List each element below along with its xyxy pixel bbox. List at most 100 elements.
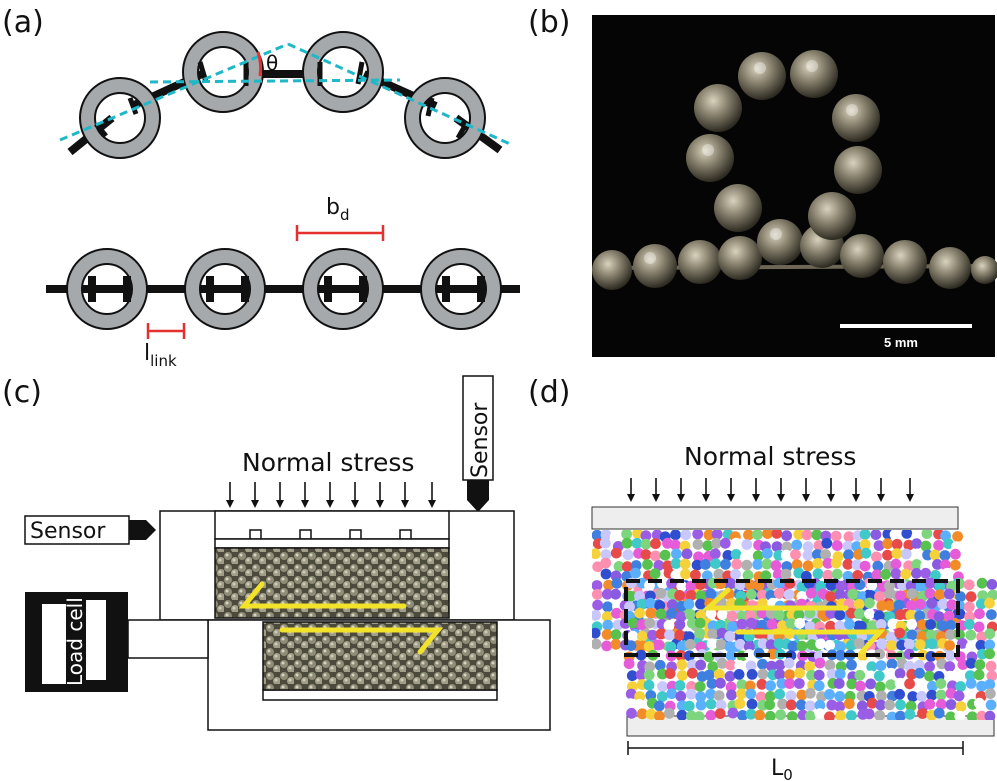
sensor-left-probe: [129, 520, 156, 540]
particle: [611, 577, 623, 589]
particle: [764, 710, 776, 720]
particle: [715, 699, 727, 711]
particle: [725, 681, 737, 693]
particle: [685, 580, 697, 592]
particle: [842, 558, 854, 570]
particle: [640, 530, 652, 542]
particle: [941, 567, 953, 579]
particle: [965, 629, 977, 641]
particle: [705, 688, 717, 700]
particle: [626, 707, 637, 719]
particle: [623, 658, 635, 670]
particle: [741, 539, 753, 550]
particle: [834, 620, 846, 632]
particle: [907, 691, 919, 702]
particle: [765, 680, 776, 692]
particle: [946, 599, 958, 611]
particle: [974, 659, 986, 671]
particle: [683, 598, 695, 610]
particle: [655, 608, 667, 620]
particle: [787, 640, 799, 652]
particle: [973, 621, 985, 633]
particle: [611, 607, 622, 619]
particle: [860, 547, 872, 559]
particle: [695, 699, 707, 711]
particle: [851, 559, 863, 571]
particle: [676, 659, 688, 671]
particle: [986, 609, 997, 620]
photo-beads: [592, 50, 997, 290]
particle: [944, 670, 956, 682]
particle: [730, 549, 742, 560]
particle: [814, 708, 826, 719]
particle: [973, 697, 985, 709]
particle: [830, 557, 842, 569]
particle: [921, 530, 933, 539]
particle: [680, 568, 691, 580]
particle: [755, 691, 767, 703]
particle: [873, 670, 885, 682]
particle: [720, 558, 731, 570]
particle: [885, 667, 897, 679]
particle: [655, 587, 667, 599]
load-cell-label: Load cell: [63, 597, 87, 686]
particle: [934, 581, 946, 592]
particle: [600, 568, 612, 580]
particle: [635, 669, 647, 681]
particle: [835, 649, 846, 661]
particle: [801, 530, 813, 541]
particle: [716, 609, 728, 620]
particle: [644, 661, 656, 673]
particle: [710, 558, 721, 569]
particle: [905, 609, 917, 621]
particle: [715, 677, 726, 689]
particle: [935, 678, 947, 689]
particle: [741, 559, 753, 571]
particle: [649, 568, 661, 580]
particle: [890, 568, 902, 580]
particle: [906, 629, 918, 641]
panel-a-label: (a): [2, 5, 44, 40]
particle: [853, 598, 865, 610]
particle: [684, 638, 696, 650]
particle: [706, 638, 718, 650]
particle: [872, 560, 884, 572]
particle: [683, 700, 695, 712]
particle: [716, 658, 728, 669]
particle: [895, 590, 906, 602]
particle: [730, 568, 741, 580]
particle: [654, 600, 666, 611]
particle: [745, 660, 757, 672]
particle: [916, 619, 928, 631]
particle: [904, 708, 916, 720]
particle: [701, 570, 713, 582]
particle: [686, 681, 697, 692]
particle: [906, 619, 918, 630]
particle: [610, 588, 621, 600]
particle: [613, 561, 625, 572]
particle: [863, 708, 875, 720]
particle: [880, 569, 891, 580]
straight-chain: bd llink: [46, 195, 520, 370]
particle: [676, 709, 688, 720]
particle: [917, 708, 928, 719]
particle: [719, 537, 731, 549]
particle: [600, 549, 612, 560]
particle: [743, 649, 755, 660]
particle: [644, 617, 656, 629]
particle: [592, 638, 602, 650]
normal-stress-arrows-d: [630, 478, 911, 496]
particle: [843, 531, 855, 543]
normal-stress-label-d: Normal stress: [684, 442, 856, 471]
shear-zone-box: [624, 579, 960, 657]
particle: [794, 617, 806, 629]
particle: [812, 549, 823, 560]
particle: [725, 578, 737, 589]
particle: [894, 668, 906, 679]
particle: [965, 641, 977, 653]
particle: [973, 669, 985, 681]
particle: [865, 678, 877, 690]
particle: [914, 610, 926, 622]
particle: [764, 691, 776, 702]
bead-ring: [183, 248, 267, 330]
